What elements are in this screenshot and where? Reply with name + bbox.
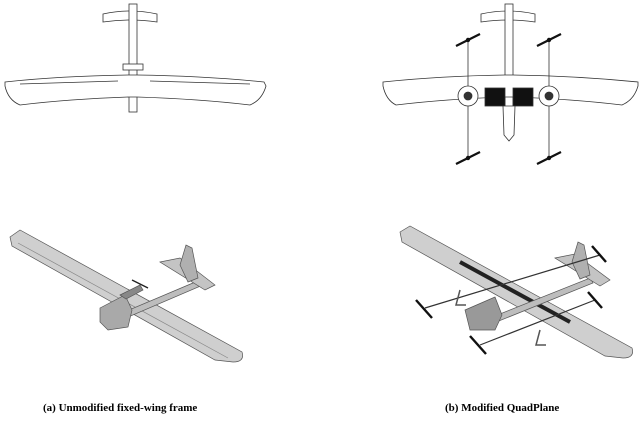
- qp-iso-landing-gear: [455, 289, 546, 346]
- qp-main-wing: [382, 74, 639, 106]
- wing-mount: [122, 63, 144, 71]
- qp-iso-fuselage-pod: [464, 296, 503, 331]
- qp-iso-front-boom: [424, 254, 601, 309]
- iso-nose: [119, 284, 144, 300]
- caption-panel-b: (b) Modified QuadPlane: [445, 402, 560, 414]
- unmodified-frame-drawings: [4, 3, 267, 363]
- wing-panel-lines: [19, 80, 251, 85]
- quadplane-iso-view: [399, 225, 633, 359]
- qp-prop-hub-rr: [546, 155, 552, 161]
- iso-vertical-tail: [179, 244, 199, 283]
- quadplane-drawings: [382, 3, 639, 359]
- qp-prop-hub-rl: [465, 155, 471, 161]
- iso-fuselage-pod: [99, 294, 133, 331]
- panel-unmodified-frame: (a) Unmodified fixed-wing frame: [4, 3, 267, 414]
- caption-panel-a: (a) Unmodified fixed-wing frame: [43, 402, 198, 414]
- qp-prop-hub-fr: [546, 37, 552, 43]
- qp-iso-props: [415, 245, 607, 355]
- quadplane-top-view: [382, 3, 639, 165]
- qp-motor-hub-right: [544, 91, 554, 101]
- iso-propeller: [131, 279, 149, 289]
- qp-battery-right: [512, 87, 534, 107]
- unmodified-top-view: [4, 3, 267, 113]
- qp-motor-hub-left: [463, 91, 473, 101]
- panel-modified-quadplane: (b) Modified QuadPlane: [320, 0, 640, 423]
- qp-iso-battery-strip: [459, 260, 571, 324]
- unmodified-iso-view: [9, 229, 243, 363]
- qp-prop-hub-fl: [465, 37, 471, 43]
- qp-battery-left: [484, 87, 506, 107]
- qp-fuselage-pod: [502, 105, 516, 142]
- qp-iso-rear-boom: [479, 299, 596, 346]
- fuselage: [128, 3, 138, 113]
